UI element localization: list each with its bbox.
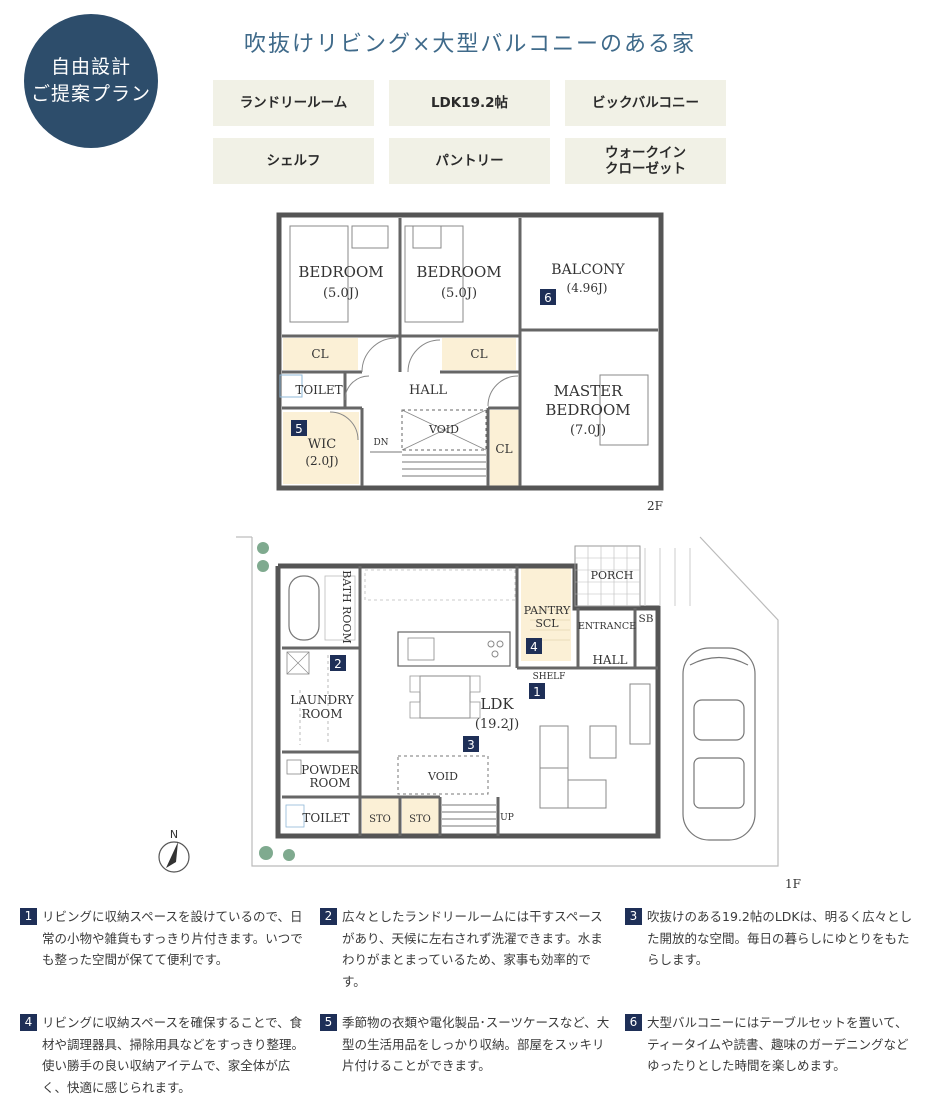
marker-3: 3 xyxy=(467,738,475,752)
marker-5-box xyxy=(291,420,307,436)
stairs-up-label: UP xyxy=(500,813,514,823)
floor-plan-drawing: BEDROOM (5.0J) BEDROOM (5.0J) BALCONY (4… xyxy=(158,212,801,891)
porch-label: PORCH xyxy=(591,569,634,582)
powder-line1: POWDER xyxy=(301,763,360,777)
feature-tag: ウォークイン クローゼット xyxy=(565,138,726,184)
balcony-size: (4.96J) xyxy=(567,281,608,295)
balcony-name: BALCONY xyxy=(551,262,625,278)
marker-4-box xyxy=(526,638,542,654)
feature-tag: ランドリールーム xyxy=(213,80,374,126)
shelf-label: SHELF xyxy=(533,672,566,682)
bath-label: BATH ROOM xyxy=(340,570,353,643)
ldk-name: LDK xyxy=(480,695,514,713)
master-line1: MASTER xyxy=(554,382,623,400)
stairs-down-label: DN xyxy=(373,438,388,448)
floor-plan-1f: BATH ROOM LAUNDRY ROOM POWDER ROOM TOILE… xyxy=(158,536,801,891)
feature-tag: パントリー xyxy=(389,138,550,184)
hall-label: HALL xyxy=(409,383,447,398)
feature-tag: ビックバルコニー xyxy=(565,80,726,126)
note-text: 季節物の衣類や電化製品･スーツケースなど、大型の生活用品をしっかり収納。部屋をス… xyxy=(342,1015,610,1073)
feature-tag: LDK19.2帖 xyxy=(389,80,550,126)
marker-5: 5 xyxy=(295,422,303,436)
bedroom1-size: (5.0J) xyxy=(323,286,359,301)
badge-line1: 自由設計 xyxy=(50,56,131,78)
laundry-line2: ROOM xyxy=(302,707,343,721)
note-item: 2 広々としたランドリールームには干すスペースがあり、天候に左右されず洗濯できま… xyxy=(320,906,625,992)
marker-3-box xyxy=(463,736,479,752)
note-number: 4 xyxy=(20,1014,37,1031)
note-item: 6 大型バルコニーにはテーブルセットを置いて、ティータイムや読書、趣味のガーデニ… xyxy=(625,1012,925,1098)
marker-6: 6 xyxy=(544,291,552,305)
note-item: 3 吹抜けのある19.2帖のLDKは、明るく広々とした開放的な空間。毎日の暮らし… xyxy=(625,906,925,992)
plan-badge: 自由設計 ご提案プラン xyxy=(24,14,158,148)
site-boundary xyxy=(251,536,779,867)
toilet-label-1f: TOILET xyxy=(302,811,349,825)
storage-label: STO xyxy=(369,814,391,825)
pantry-line1: PANTRY xyxy=(524,604,571,617)
pantry-line2: SCL xyxy=(535,617,559,630)
note-number: 1 xyxy=(20,908,37,925)
marker-2-box xyxy=(330,655,346,671)
feature-notes: 1 リビングに収納スペースを設けているので、日常の小物や雑貨もすっきり片付きます… xyxy=(20,906,925,1098)
entrance-label: ENTRANCE xyxy=(578,621,636,632)
bedroom1-name: BEDROOM xyxy=(298,263,383,281)
master-line2: BEDROOM xyxy=(545,401,630,419)
closet-fill xyxy=(490,410,520,486)
closet-fill xyxy=(442,338,516,370)
north-arrow xyxy=(158,841,190,873)
powder-line2: ROOM xyxy=(310,776,351,790)
void-label-1f: VOID xyxy=(427,770,458,783)
bedroom2-size: (5.0J) xyxy=(441,286,477,301)
page-title: 吹抜けリビング×大型バルコニーのある家 xyxy=(244,32,696,57)
closet-label: CL xyxy=(495,442,512,456)
note-text: 吹抜けのある19.2帖のLDKは、明るく広々とした開放的な空間。毎日の暮らしにゆ… xyxy=(647,909,913,967)
marker-1: 1 xyxy=(533,685,541,699)
note-text: リビングに収納スペースを確保することで、食材や調理器具、掃除用具などをすっきり整… xyxy=(42,1015,305,1095)
wic-size: (2.0J) xyxy=(305,454,338,468)
note-text: リビングに収納スペースを設けているので、日常の小物や雑貨もすっきり片付きます。い… xyxy=(42,909,303,967)
outer-wall xyxy=(276,212,664,491)
car-drawing xyxy=(682,647,756,841)
bedroom2-name: BEDROOM xyxy=(416,263,501,281)
closet-label: CL xyxy=(311,347,328,361)
marker-4: 4 xyxy=(530,640,538,654)
closet-fill xyxy=(283,338,358,370)
note-text: 大型バルコニーにはテーブルセットを置いて、ティータイムや読書、趣味のガーデニング… xyxy=(647,1015,909,1073)
void-label: VOID xyxy=(428,423,459,436)
shoe-box-label: SB xyxy=(639,613,654,625)
badge-line2: ご提案プラン xyxy=(30,83,151,105)
note-item: 4 リビングに収納スペースを確保することで、食材や調理器具、掃除用具などをすっき… xyxy=(20,1012,320,1098)
toilet-label: TOILET xyxy=(295,383,342,397)
closet-label: CL xyxy=(470,347,487,361)
floor-plan-2f: BEDROOM (5.0J) BEDROOM (5.0J) BALCONY (4… xyxy=(276,212,664,513)
note-text: 広々としたランドリールームには干すスペースがあり、天候に左右されず洗濯できます。… xyxy=(342,909,603,989)
floor-label-2f: 2F xyxy=(647,499,663,513)
marker-2: 2 xyxy=(334,657,342,671)
wic-name: WIC xyxy=(308,437,336,452)
floor-label-1f: 1F xyxy=(785,877,801,891)
feature-tag: シェルフ xyxy=(213,138,374,184)
north-label: N xyxy=(170,828,178,841)
note-item: 1 リビングに収納スペースを設けているので、日常の小物や雑貨もすっきり片付きます… xyxy=(20,906,320,992)
feature-tags: ランドリールーム LDK19.2帖 ビックバルコニー シェルフ パントリー ウォ… xyxy=(213,80,727,184)
note-number: 5 xyxy=(320,1014,337,1031)
ldk-size: (19.2J) xyxy=(475,717,519,732)
master-size: (7.0J) xyxy=(570,423,606,438)
laundry-line1: LAUNDRY xyxy=(290,693,355,707)
note-number: 2 xyxy=(320,908,337,925)
note-number: 3 xyxy=(625,908,642,925)
marker-1-box xyxy=(529,683,545,699)
note-item: 5 季節物の衣類や電化製品･スーツケースなど、大型の生活用品をしっかり収納。部屋… xyxy=(320,1012,625,1098)
marker-6-box xyxy=(540,289,556,305)
storage-label: STO xyxy=(409,814,431,825)
note-number: 6 xyxy=(625,1014,642,1031)
hall-label-1f: HALL xyxy=(592,653,627,667)
